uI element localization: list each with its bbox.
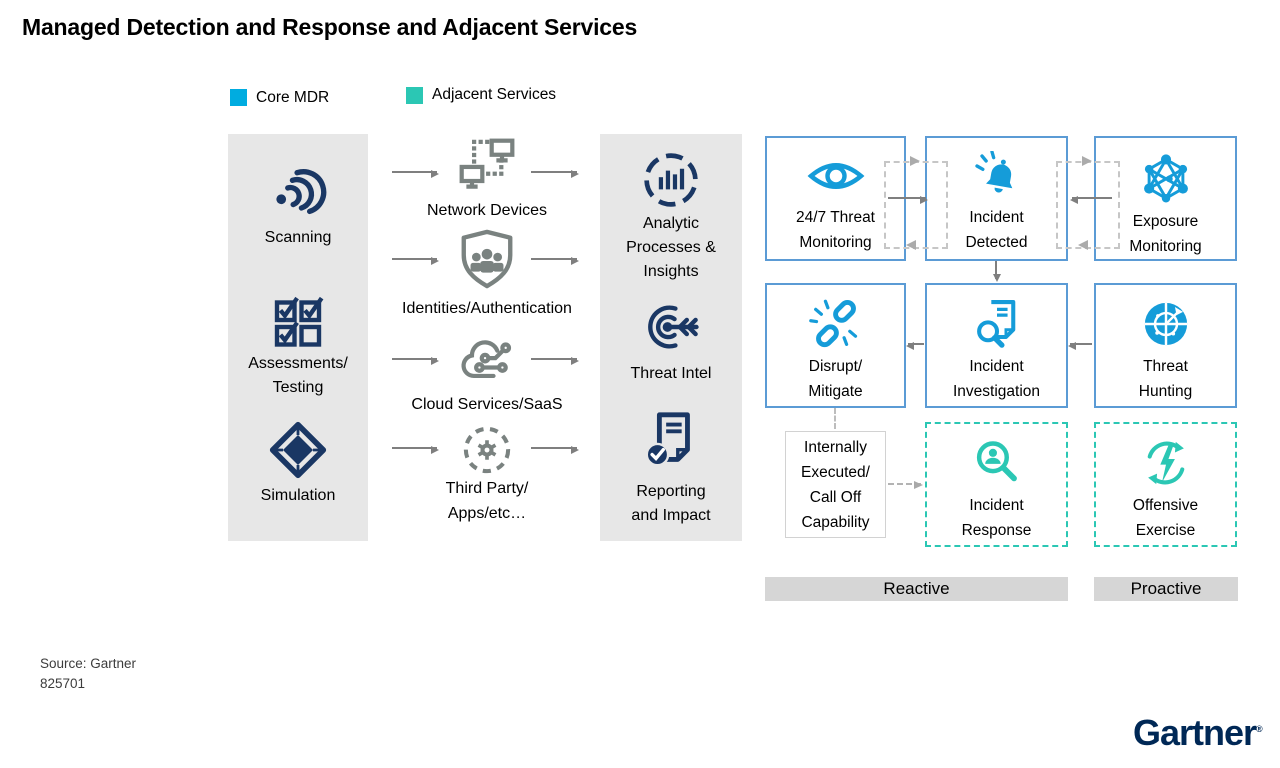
arrow-monitoring-to-detected bbox=[888, 196, 928, 204]
arrow-out-third-party bbox=[531, 446, 579, 454]
legend-adjacent-label: Adjacent Services bbox=[432, 86, 557, 103]
scanning-icon bbox=[276, 169, 327, 215]
reactive-label: Reactive bbox=[883, 579, 950, 598]
feedback-loop-2 bbox=[1056, 161, 1120, 249]
page-title: Managed Detection and Response and Adjac… bbox=[22, 14, 638, 40]
sources-item-label: Assessments/ Testing bbox=[248, 355, 348, 396]
eye-icon bbox=[807, 163, 864, 189]
sources-item-label: Scanning bbox=[264, 229, 332, 246]
alert-bell-icon bbox=[974, 151, 1012, 193]
loop1-bottom-arrow-icon bbox=[906, 240, 916, 250]
box-label: Internally Executed/ Call Off Capability bbox=[801, 438, 870, 531]
telemetry-item-label: Third Party/ Apps/etc… bbox=[445, 480, 529, 522]
shield-identities-icon bbox=[461, 229, 513, 289]
telemetry-item-label: Cloud Services/SaaS bbox=[411, 396, 563, 413]
investigation-doc-icon bbox=[976, 300, 1015, 348]
loop2-bottom-arrow-icon bbox=[1078, 240, 1088, 250]
arrow-out-identities bbox=[531, 257, 579, 265]
box-threat-hunting: Threat Hunting bbox=[1094, 283, 1237, 408]
threat-intel-target-icon bbox=[648, 305, 699, 349]
loop1-top-arrow-icon bbox=[910, 156, 920, 166]
legend-core-swatch bbox=[230, 89, 247, 106]
loop2-top-arrow-icon bbox=[1082, 156, 1092, 166]
checklist-icon bbox=[274, 296, 324, 347]
box-label: Offensive Exercise bbox=[1132, 497, 1199, 539]
sources-item-label: Simulation bbox=[260, 487, 336, 504]
proactive-bar: Proactive bbox=[1094, 577, 1238, 601]
processes-item-label: Threat Intel bbox=[630, 365, 712, 382]
box-internally-executed: Internally Executed/ Call Off Capability bbox=[785, 431, 886, 538]
arrow-out-network-devices bbox=[531, 170, 579, 178]
gartner-logo-text: Gartner bbox=[1133, 712, 1257, 753]
analytics-chart-icon bbox=[644, 153, 698, 207]
arrow-detected-to-investigation bbox=[993, 261, 1001, 282]
network-mesh-icon bbox=[1143, 154, 1188, 203]
telemetry-item-label: Identities/Authentication bbox=[402, 300, 572, 317]
box-incident-investigation: Incident Investigation bbox=[925, 283, 1068, 408]
person-search-icon bbox=[976, 441, 1017, 482]
processes-item-label: Reporting and Impact bbox=[631, 483, 711, 524]
reactive-bar: Reactive bbox=[765, 577, 1068, 601]
box-label: Incident Investigation bbox=[952, 358, 1041, 400]
box-label: Disrupt/ Mitigate bbox=[808, 358, 863, 400]
proactive-label: Proactive bbox=[1130, 579, 1202, 598]
radar-globe-icon bbox=[1144, 302, 1187, 346]
report-check-icon bbox=[645, 412, 690, 467]
simulation-icon bbox=[269, 421, 327, 479]
box-label: Incident Response bbox=[961, 497, 1032, 539]
arrow-into-third-party bbox=[392, 446, 439, 454]
box-label: Incident Detected bbox=[965, 209, 1028, 251]
dashed-link-disrupt-to-internally bbox=[834, 408, 836, 429]
third-party-gear-icon bbox=[463, 426, 511, 474]
network-devices-icon bbox=[459, 138, 515, 189]
telemetry-item-label: Network Devices bbox=[426, 202, 548, 219]
arrow-exposure-to-detected bbox=[1070, 196, 1112, 204]
arrow-out-cloud bbox=[531, 357, 579, 365]
arrow-hunting-to-investigation bbox=[1068, 342, 1092, 350]
box-exposure-monitoring: Exposure Monitoring bbox=[1094, 136, 1237, 261]
processes-item-label: Analytic Processes & Insights bbox=[626, 215, 716, 280]
legend-adjacent-swatch bbox=[406, 87, 423, 104]
legend-core-label: Core MDR bbox=[256, 89, 330, 106]
registered-mark: ® bbox=[1256, 724, 1263, 734]
arrow-investigation-to-disrupt bbox=[906, 342, 924, 350]
box-incident-response: Incident Response bbox=[925, 422, 1068, 547]
source-note: Source: Gartner 825701 bbox=[40, 656, 137, 691]
cloud-circuit-icon bbox=[461, 340, 512, 379]
box-label: 24/7 Threat Monitoring bbox=[796, 209, 875, 251]
box-incident-detected: Incident Detected bbox=[925, 136, 1068, 261]
gartner-logo: Gartner® bbox=[1133, 712, 1263, 754]
dashed-arrow-internally-to-response bbox=[888, 481, 923, 489]
arrow-into-cloud bbox=[392, 357, 439, 365]
box-disrupt-mitigate: Disrupt/ Mitigate bbox=[765, 283, 906, 408]
box-offensive-exercise: Offensive Exercise bbox=[1094, 422, 1237, 547]
sources-column: Scanning Assessments/ Testing Simulation bbox=[228, 134, 368, 541]
cycle-lightning-icon bbox=[1147, 441, 1184, 485]
feedback-loop-1 bbox=[884, 161, 948, 249]
broken-link-icon bbox=[808, 299, 857, 348]
arrow-into-network-devices bbox=[392, 170, 439, 178]
box-label: Threat Hunting bbox=[1138, 358, 1193, 400]
box-label: Exposure Monitoring bbox=[1129, 213, 1202, 255]
arrow-into-identities bbox=[392, 257, 439, 265]
processes-column: Analytic Processes & Insights Threat Int… bbox=[600, 134, 742, 541]
